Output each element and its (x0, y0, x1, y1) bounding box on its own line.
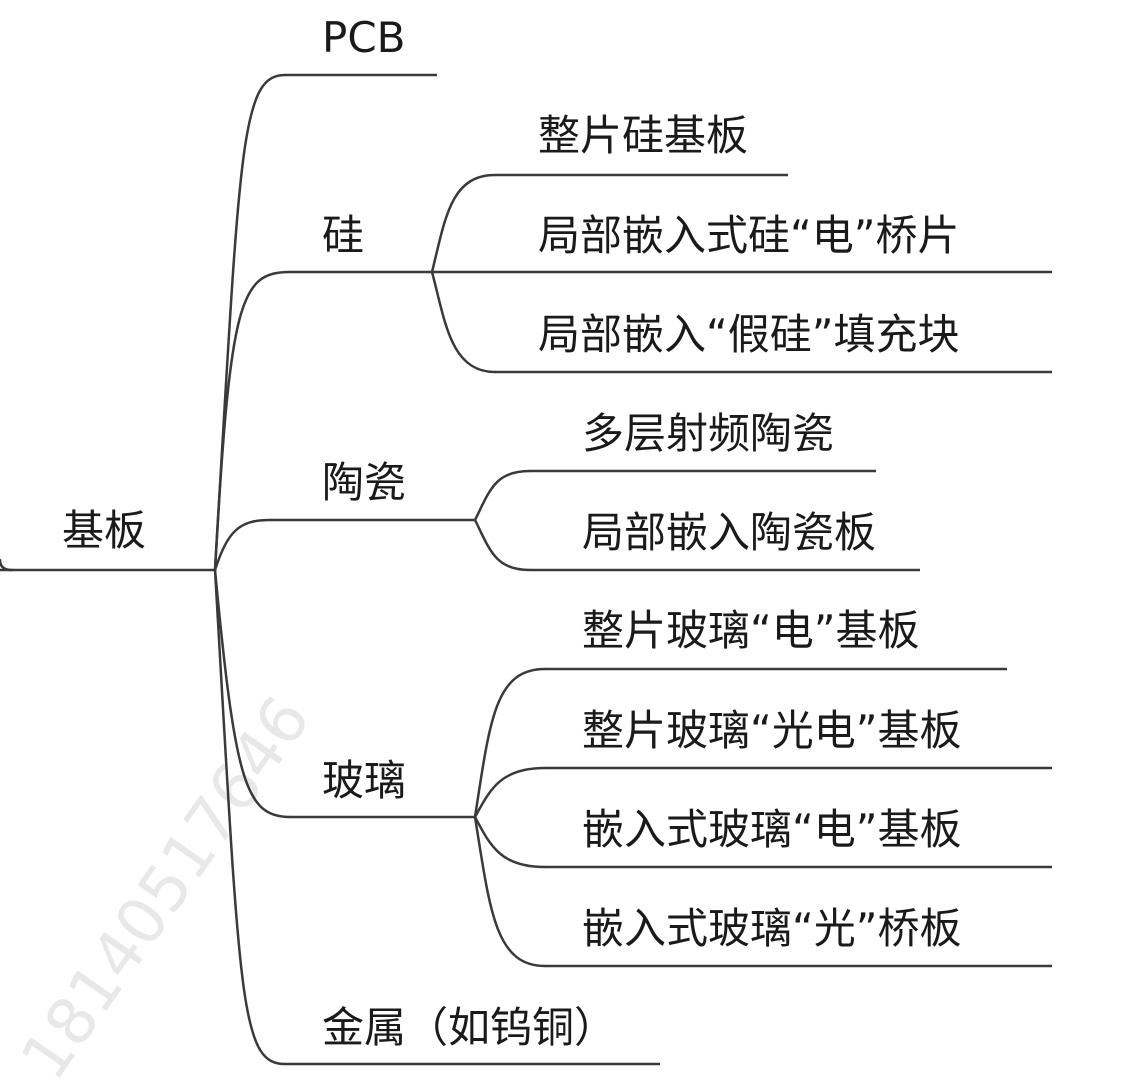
connector-si-2 (430, 270, 497, 374)
branch-pcb[interactable]: PCB (322, 13, 405, 62)
branch-ceramic[interactable]: 陶瓷 (322, 458, 406, 507)
glass-child-0[interactable]: 整片玻璃“电”基板 (582, 606, 920, 655)
connector-glass-2 (473, 815, 547, 869)
connector-si-0 (430, 173, 497, 274)
connector-si (213, 270, 292, 572)
connector-glass-0 (473, 667, 547, 819)
branch-glass[interactable]: 玻璃 (322, 756, 406, 805)
connector-glass-1 (473, 766, 547, 819)
connector-pcb (213, 73, 287, 572)
connector-ceramic-0 (473, 469, 532, 522)
branch-si[interactable]: 硅 (322, 211, 364, 260)
ceramic-child-1[interactable]: 局部嵌入陶瓷板 (582, 508, 876, 557)
root-node[interactable]: 基板 (62, 506, 146, 555)
connector-ceramic (213, 518, 272, 572)
glass-child-3[interactable]: 嵌入式玻璃“光”桥板 (582, 904, 962, 953)
connector-ceramic-1 (473, 518, 532, 572)
si-child-2[interactable]: 局部嵌入“假硅”填充块 (538, 310, 960, 359)
glass-child-2[interactable]: 嵌入式玻璃“电”基板 (582, 805, 962, 854)
ceramic-child-0[interactable]: 多层射频陶瓷 (582, 409, 834, 458)
si-child-1[interactable]: 局部嵌入式硅“电”桥片 (538, 211, 960, 260)
glass-child-1[interactable]: 整片玻璃“光电”基板 (582, 706, 962, 755)
root-stub (0, 558, 14, 572)
branch-metal[interactable]: 金属（如钨铜） (322, 1003, 616, 1052)
connector-glass-3 (473, 815, 547, 968)
connector-metal (213, 568, 287, 1066)
connector-glass (213, 568, 292, 819)
watermark: 18140517646 (7, 684, 325, 1084)
si-child-0[interactable]: 整片硅基板 (538, 111, 748, 160)
